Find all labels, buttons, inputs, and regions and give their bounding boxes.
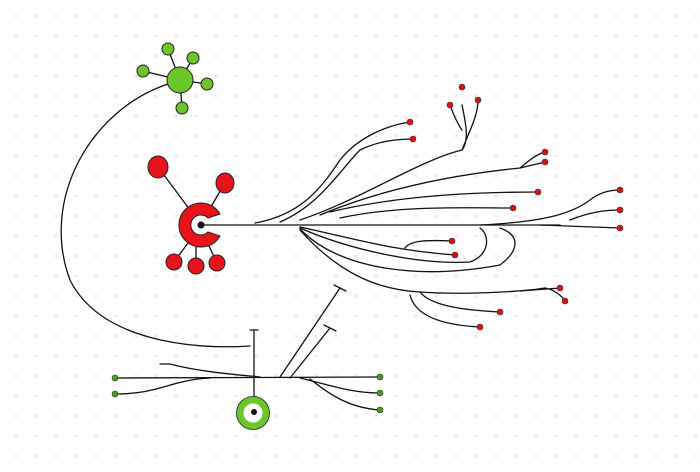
green-ring-hub	[236, 396, 270, 430]
green-node	[161, 42, 175, 56]
green-node	[136, 64, 150, 78]
red-tips	[406, 83, 624, 331]
red-c-hub	[178, 202, 221, 248]
green-hub	[166, 66, 194, 94]
green-tree-branches	[111, 284, 384, 430]
red-tree-branches	[200, 99, 621, 328]
green-node	[200, 77, 214, 91]
red-node	[187, 257, 205, 275]
long-curve-link	[60, 83, 251, 348]
red-node	[208, 254, 226, 272]
ring-center-dot	[251, 409, 257, 415]
green-hub-cluster	[136, 42, 214, 115]
green-node	[175, 101, 189, 115]
red-node	[147, 155, 169, 179]
red-hub-cluster	[147, 155, 235, 275]
t-stub	[249, 329, 259, 401]
red-node	[215, 172, 235, 194]
green-node	[186, 51, 200, 65]
red-node	[165, 253, 183, 271]
